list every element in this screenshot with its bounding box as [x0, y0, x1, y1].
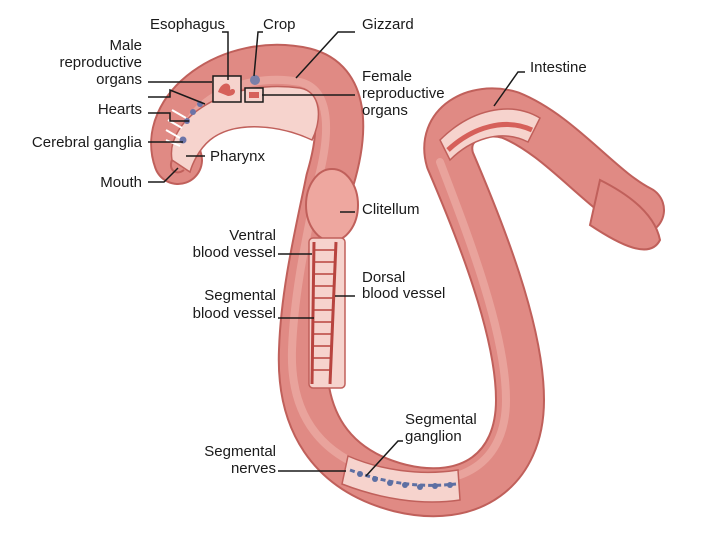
label-cerebral-ganglia: Cerebral ganglia: [32, 134, 143, 151]
label-female-2: reproductive: [362, 85, 445, 102]
head-interior: [170, 85, 320, 174]
label-male-1: Male: [109, 37, 142, 54]
label-segmental-vessel-1: Segmental: [204, 287, 276, 304]
label-pharynx: Pharynx: [210, 148, 266, 165]
label-esophagus: Esophagus: [150, 16, 225, 33]
label-clitellum: Clitellum: [362, 201, 420, 218]
female-organs-shape: [249, 92, 259, 98]
ventral-vessel-line: [310, 241, 316, 385]
intestine-cutaway: [439, 108, 541, 162]
label-female-3: organs: [362, 102, 408, 119]
label-ventral-2: blood vessel: [193, 244, 276, 261]
label-female-1: Female: [362, 68, 412, 85]
heart-2: [190, 109, 196, 115]
mouth-tip: [170, 159, 185, 174]
label-male-3: organs: [96, 71, 142, 88]
label-gizzard: Gizzard: [362, 16, 414, 33]
segmental-vessel-rungs: [312, 249, 336, 371]
label-segmental-vessel-2: blood vessel: [193, 305, 276, 322]
label-intestine: Intestine: [530, 59, 587, 76]
label-segmental-ganglion-1: Segmental: [405, 411, 477, 428]
label-mouth: Mouth: [100, 174, 142, 191]
label-male-2: reproductive: [59, 54, 142, 71]
label-segmental-nerves-1: Segmental: [204, 443, 276, 460]
worm-tail: [588, 178, 662, 251]
label-dorsal-2: blood vessel: [362, 285, 445, 302]
label-segmental-nerves-2: nerves: [231, 460, 276, 477]
leader-lines: [148, 31, 525, 477]
dorsal-vessel-line: [328, 241, 338, 385]
label-ventral-1: Ventral: [229, 227, 276, 244]
label-segmental-ganglion-2: ganglion: [405, 428, 462, 445]
label-dorsal-1: Dorsal: [362, 269, 405, 286]
worm-body-highlight: [179, 75, 511, 485]
segmental-ganglia: [357, 471, 453, 490]
intestine-tube: [446, 121, 534, 152]
label-hearts: Hearts: [98, 101, 142, 118]
nerve-cutaway: [341, 454, 461, 503]
crop-shape: [250, 75, 260, 85]
male-organs-shape: [218, 83, 235, 96]
clitellum-band: [305, 168, 359, 242]
label-crop: Crop: [263, 16, 296, 33]
